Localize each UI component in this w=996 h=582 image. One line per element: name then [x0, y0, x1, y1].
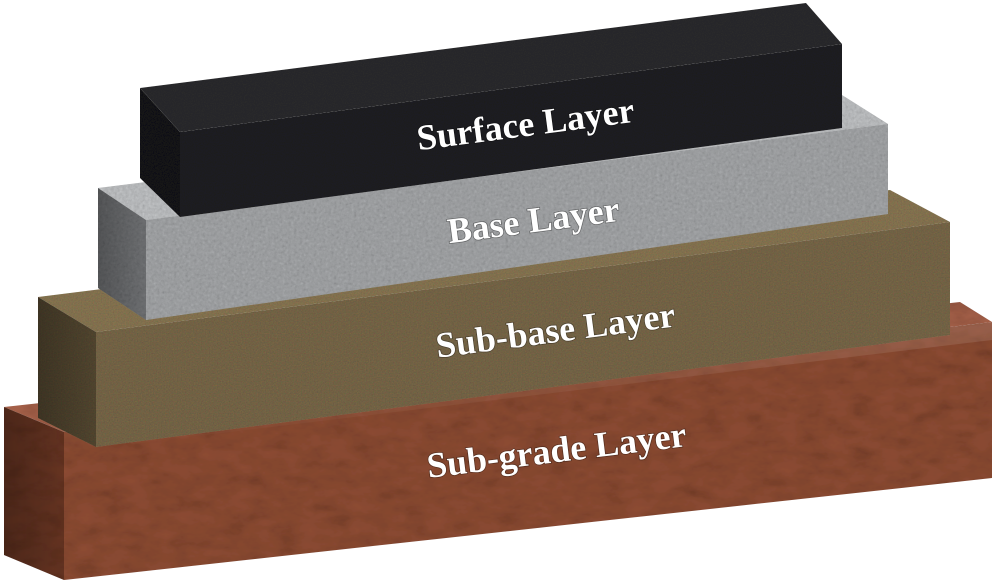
surface-side-face — [140, 88, 180, 217]
surface-layer — [140, 3, 842, 217]
surface-top-face — [140, 3, 842, 132]
subbase-front-face — [96, 222, 950, 447]
surface-front-face — [180, 44, 842, 217]
subgrade-front-face — [64, 322, 992, 580]
base-front-face — [146, 124, 888, 320]
